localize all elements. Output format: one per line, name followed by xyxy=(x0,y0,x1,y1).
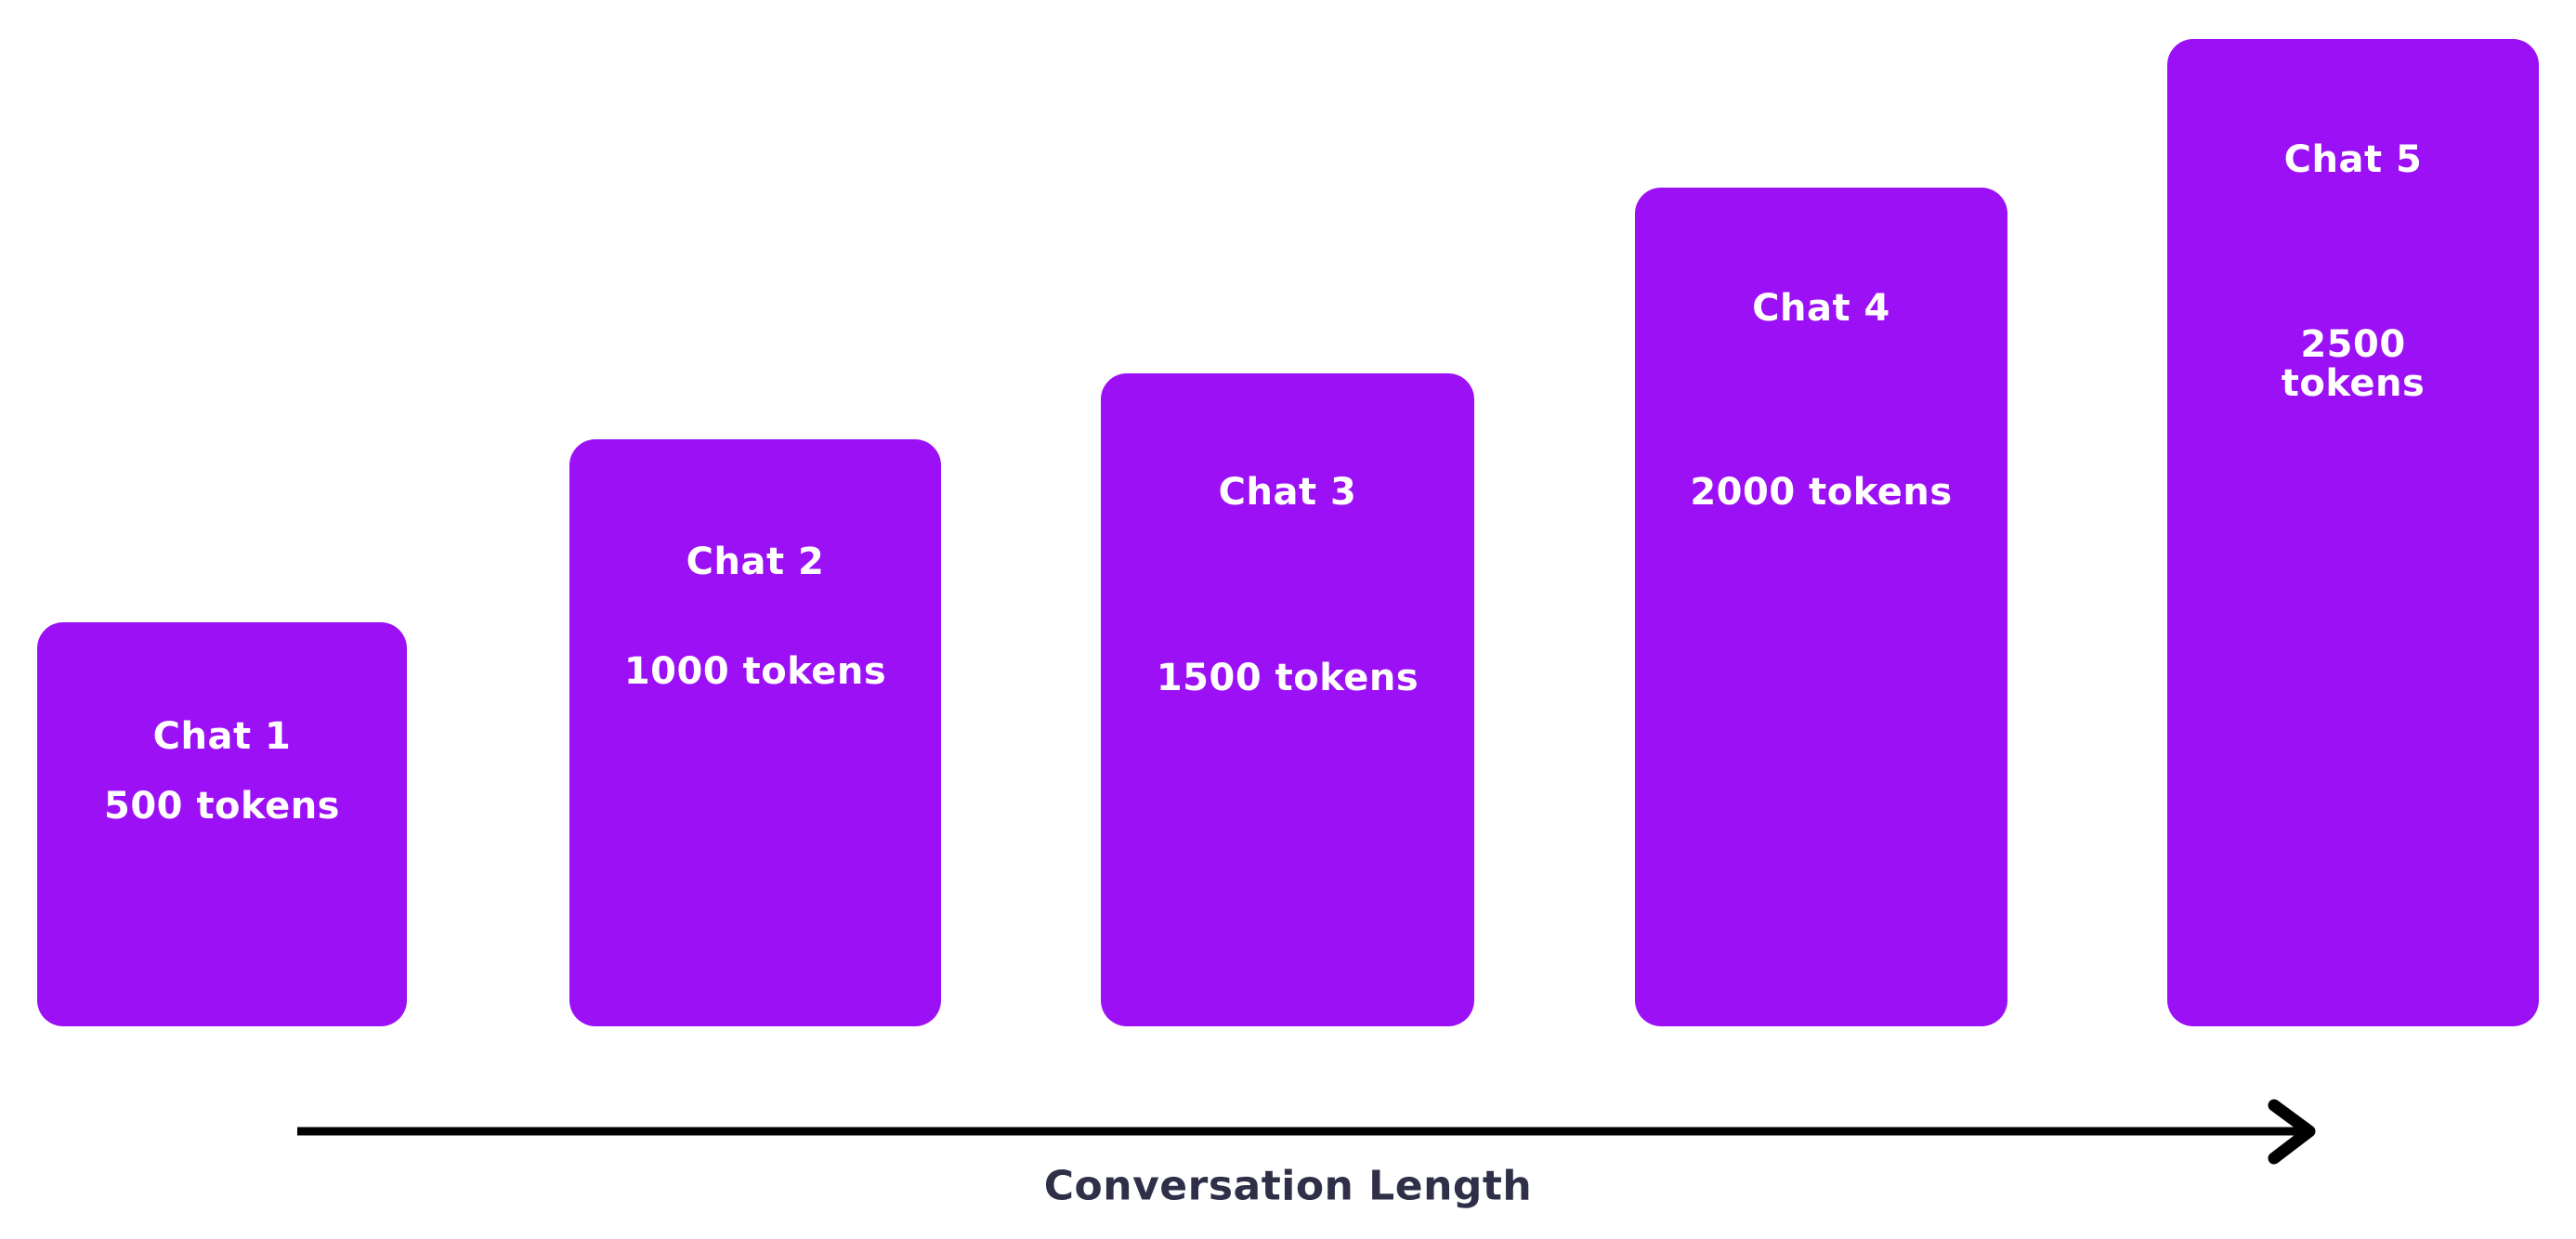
bar-chat-5: Chat 5 2500 tokens xyxy=(2167,39,2539,1026)
bar-title: Chat 2 xyxy=(686,541,825,583)
bar-chat-3: Chat 3 1500 tokens xyxy=(1101,373,1474,1026)
bar-token-count: 1000 tokens xyxy=(623,650,887,693)
bar-token-count: 2500 tokens xyxy=(2281,323,2426,405)
bar-token-count: 1500 tokens xyxy=(1156,657,1419,699)
bar-title: Chat 1 xyxy=(152,715,292,758)
bar-chat-4: Chat 4 2000 tokens xyxy=(1635,188,2007,1026)
x-axis-label: Conversation Length xyxy=(1043,1162,1533,1210)
bar-token-count: 500 tokens xyxy=(104,785,340,828)
bar-chat-1: Chat 1 500 tokens xyxy=(37,622,407,1026)
bar-title: Chat 5 xyxy=(2283,138,2423,181)
bar-title: Chat 3 xyxy=(1218,471,1357,514)
bar-title: Chat 4 xyxy=(1752,287,1890,330)
bar-token-count: 2000 tokens xyxy=(1690,471,1953,514)
bar-chat-2: Chat 2 1000 tokens xyxy=(569,439,941,1026)
